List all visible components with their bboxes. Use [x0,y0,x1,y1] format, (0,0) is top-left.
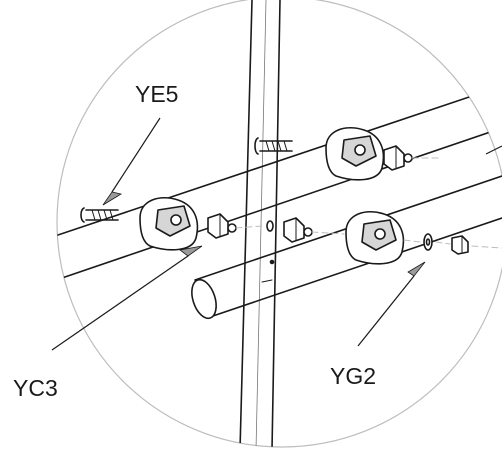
tube-end-cap [191,278,217,320]
lower-bracket-clamp [345,210,405,265]
pointer-arrow-yg2 [357,261,426,347]
vertical-upright-tube [239,0,281,447]
washer [423,233,433,251]
cap-nut-center [283,217,313,243]
bolt-left [80,207,119,223]
upper-bracket-clamp [325,126,385,181]
detail-circle [56,0,502,448]
left-bracket-clamp [139,196,199,251]
detail-contents [57,0,502,447]
cap-nut-left [207,213,237,239]
label-yg2: YG2 [330,363,376,389]
pointer-arrow-ye5 [102,117,161,206]
cap-nut-right [451,235,469,255]
pointer-arrow-yc3 [51,245,203,351]
bolt-upper [254,137,293,155]
label-yc3: YC3 [13,375,58,401]
bolt-hole [266,220,274,232]
assembly-guide-lines [235,157,502,249]
detail-leader-line [485,145,502,155]
upper-diagonal-tube [57,85,502,279]
label-ye5: YE5 [135,81,178,107]
